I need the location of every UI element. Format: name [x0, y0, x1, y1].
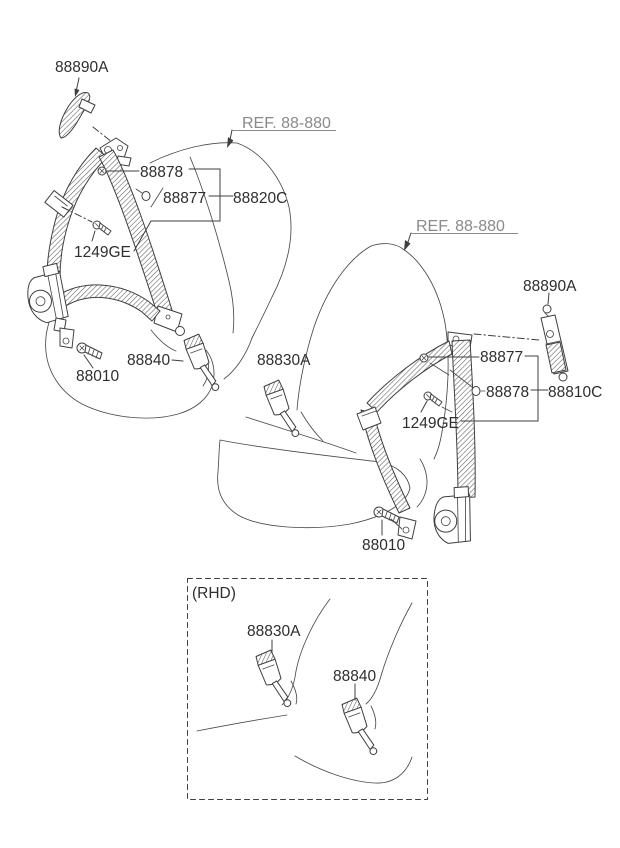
- label-88877-right: 88877: [480, 349, 523, 366]
- rhd-buckle-88840: [340, 697, 379, 760]
- label-88890a-top-left: 88890A: [55, 59, 109, 76]
- label-rhd-title: (RHD): [192, 585, 236, 602]
- label-ref-right: REF. 88-880: [416, 218, 505, 235]
- label-1249ge-right: 1249GE: [402, 415, 459, 432]
- left-washer-ring: [141, 191, 151, 201]
- label-88878-left: 88878: [140, 164, 183, 181]
- labels-layer: 88890A REF. 88-880 88878 88877 88820C 12…: [55, 59, 602, 685]
- left-leader-lines: [61, 129, 336, 369]
- left-pillar-anchor-cover: [58, 77, 122, 150]
- right-washer-ring: [471, 386, 481, 396]
- right-88010-bolt: [373, 506, 400, 524]
- rhd-buckle-88830a: [254, 649, 293, 712]
- left-1249ge-screw: [92, 220, 112, 236]
- rhd-seat-curves: [196, 598, 413, 784]
- right-shoulder-belt-vertical: [451, 339, 476, 499]
- right-seat-assembly: [217, 232, 569, 546]
- right-draped-belt: [356, 340, 453, 514]
- belt-height-adjuster: [44, 190, 74, 218]
- left-88010-bolt: [76, 342, 103, 360]
- left-shoulder-belt-diagonal: [98, 149, 185, 336]
- label-88890a-right: 88890A: [523, 278, 577, 295]
- right-retractor: [431, 483, 475, 546]
- left-retractor: [24, 262, 70, 325]
- right-height-adjuster-88890a: [540, 304, 569, 382]
- label-88810c: 88810C: [548, 384, 602, 401]
- left-buckle-88840: [182, 333, 221, 396]
- right-guide-bolt: [419, 353, 429, 363]
- label-88820c: 88820C: [233, 190, 287, 207]
- label-88840-rhd: 88840: [333, 668, 376, 685]
- right-seat-outline: [217, 243, 449, 529]
- right-buckle-88830a: [262, 379, 301, 442]
- label-88010-right: 88010: [362, 537, 405, 554]
- label-1249ge-left: 1249GE: [74, 244, 131, 261]
- rhd-inset: [187, 578, 428, 800]
- label-88830a: 88830A: [257, 352, 311, 369]
- label-88878-right: 88878: [486, 384, 529, 401]
- left-seat-assembly: [24, 77, 336, 419]
- right-leader-lines: [381, 232, 550, 536]
- left-guide-bolt: [97, 166, 107, 176]
- label-88877-left: 88877: [163, 190, 206, 207]
- label-88010-left: 88010: [76, 368, 119, 385]
- left-lap-belt: [56, 284, 161, 322]
- label-88830a-rhd: 88830A: [247, 623, 301, 640]
- belt-clip: [356, 406, 382, 431]
- right-lower-anchor: [397, 516, 417, 540]
- label-ref-left: REF. 88-880: [242, 115, 331, 132]
- left-lower-anchor: [53, 317, 75, 349]
- rhd-inset-border: [187, 578, 428, 800]
- right-1249ge-screw: [423, 391, 443, 407]
- label-88840: 88840: [127, 352, 170, 369]
